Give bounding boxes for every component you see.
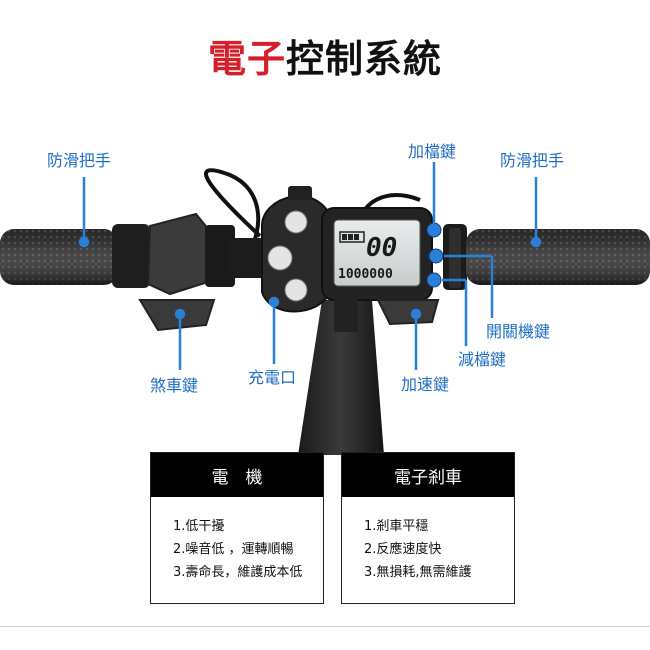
label-power-key: 開關機鍵 xyxy=(486,322,551,341)
callout-leaders xyxy=(78,162,542,370)
label-gear-down-key: 減檔鍵 xyxy=(458,350,507,369)
ebrake-feature-item: 3.無損耗,無需維護 xyxy=(364,565,472,580)
ebrake-feature-list: 1.剎車平穩 2.反應速度快 3.無損耗,無需維護 xyxy=(342,497,514,584)
ebrake-feature-item: 2.反應速度快 xyxy=(364,542,442,557)
lcd-odometer-reading: 1000000 xyxy=(338,267,393,282)
charge-port-cap xyxy=(284,278,308,302)
label-charge-port: 充電口 xyxy=(248,368,297,387)
throttle-lever[interactable] xyxy=(376,299,440,326)
label-brake-key: 煞車鍵 xyxy=(150,376,199,395)
stem xyxy=(298,300,384,455)
cable xyxy=(204,168,262,252)
bracket-bolt-mid xyxy=(267,245,293,271)
label-grip-left: 防滑把手 xyxy=(47,151,112,170)
motor-feature-item: 3.壽命長，維護成本低 xyxy=(173,565,303,580)
bottom-divider xyxy=(0,626,650,627)
bracket-bolt-top xyxy=(284,210,308,234)
gear-down-button[interactable] xyxy=(426,272,442,288)
gear-up-button[interactable] xyxy=(426,222,442,238)
motor-feature-list: 1.低干擾 2.噪音低 ，運轉順暢 3.壽命長，維護成本低 xyxy=(151,497,323,584)
ebrake-feature-item: 1.剎車平穩 xyxy=(364,519,429,534)
ebrake-panel: 電子剎車 1.剎車平穩 2.反應速度快 3.無損耗,無需維護 xyxy=(341,452,515,604)
power-button[interactable] xyxy=(428,248,444,264)
motor-panel-title: 電 機 xyxy=(151,453,323,497)
label-grip-right: 防滑把手 xyxy=(500,151,565,170)
lcd-speed-reading: 00 xyxy=(366,233,397,263)
battery-icon xyxy=(339,231,365,243)
left-collar xyxy=(112,224,150,288)
title-rest: 控制系統 xyxy=(286,37,443,81)
ebrake-panel-title: 電子剎車 xyxy=(342,453,514,497)
page-title: 電子控制系統 xyxy=(0,28,650,83)
motor-feature-item: 1.低干擾 xyxy=(173,519,225,534)
label-gear-up-key: 加檔鍵 xyxy=(408,142,457,161)
motor-feature-item: 2.噪音低 ，運轉順暢 xyxy=(173,542,294,557)
motor-panel: 電 機 1.低干擾 2.噪音低 ，運轉順暢 3.壽命長，維護成本低 xyxy=(150,452,324,604)
title-highlight: 電子 xyxy=(207,37,286,81)
label-throttle-key: 加速鍵 xyxy=(401,375,450,394)
brake-switch-housing xyxy=(146,212,216,296)
